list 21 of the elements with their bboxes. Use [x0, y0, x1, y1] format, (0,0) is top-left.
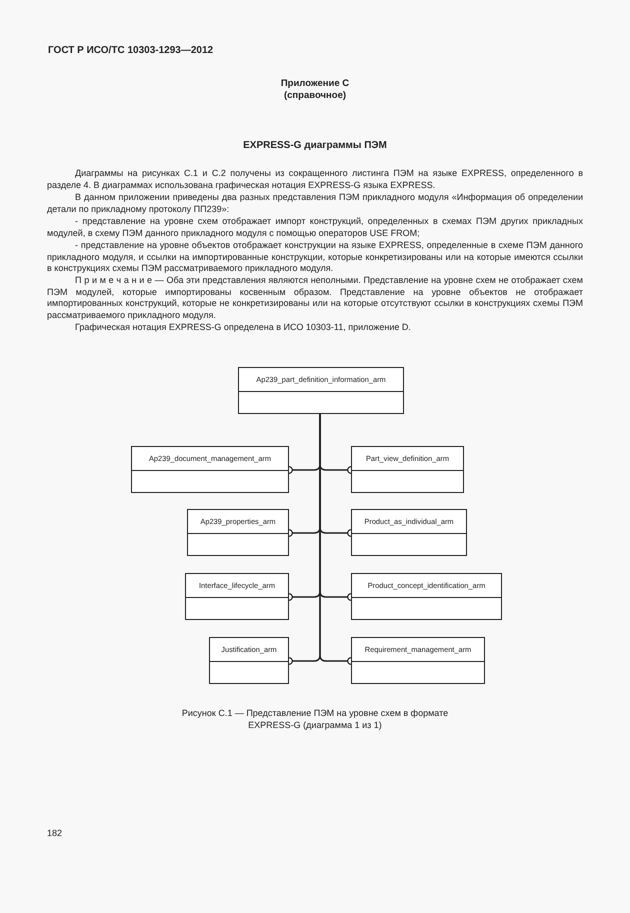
paragraph: В данном приложении приведены два разных представления ПЭМ прикладного модуля «Информация об определении детали по прикладному протоколу ПП239»:: [47, 192, 583, 216]
annex-status: (справочное): [282, 90, 348, 102]
figure-caption: Рисунок С.1 — Представление ПЭМ на уровне схем в формате EXPRESS-G (диаграмма 1 из 1): [180, 708, 450, 732]
paragraph: Диаграммы на рисунках С.1 и С.2 получены из сокращенного листинга ПЭМ на языке EXPRESS, определенного в разделе 4. В диаграммах использована графическая нотация EXPRESS-G языка EXPRESS.: [47, 168, 583, 192]
entity-box: [351, 573, 502, 620]
running-header: ГОСТ Р ИСО/ТС 10303-1293—2012: [48, 45, 214, 57]
entity-box: [351, 446, 464, 493]
paragraph: П р и м е ч а н и е — Оба эти представления являются неполными. Представление на уровне схем не отображает схем ПЭМ модулей, которые импортированы косвенным образом. Представление на уровне объектов не отображает импортированных конструкций, которые не конкретизированы или на которые отсутствуют ссылки в конструкциях схемы ПЭМ рассматриваемого прикладного модуля.: [47, 275, 583, 322]
paragraph: Графическая нотация EXPRESS-G определена в ИСО 10303-11, приложение D.: [74, 322, 412, 334]
entity-box: [351, 509, 467, 556]
entity-box: [131, 446, 289, 493]
entity-box: [187, 509, 289, 556]
entity-box: [351, 637, 485, 684]
page-number: 182: [47, 828, 64, 840]
paragraph: - представление на уровне объектов отображает конструкции на языке EXPRESS, определенные в схеме ПЭМ данного прикладного модуля, и ссылки на импортированные конструкции, которые конкретизированы или на которые имеются ссылки в конструкциях схемы ПЭМ рассматриваемого прикладного модуля.: [47, 240, 583, 275]
entity-box: [209, 637, 289, 684]
annex-heading: Приложение С: [280, 78, 350, 90]
entity-box: [238, 367, 404, 414]
section-title: EXPRESS-G диаграммы ПЭМ: [242, 140, 388, 152]
entity-box: [185, 573, 289, 620]
paragraph: - представление на уровне схем отображает импорт конструкций, определенных в схемах ПЭМ других прикладных модулей, в схему ПЭМ данного прикладного модуля с помощью операторов USE FROM;: [47, 216, 583, 240]
